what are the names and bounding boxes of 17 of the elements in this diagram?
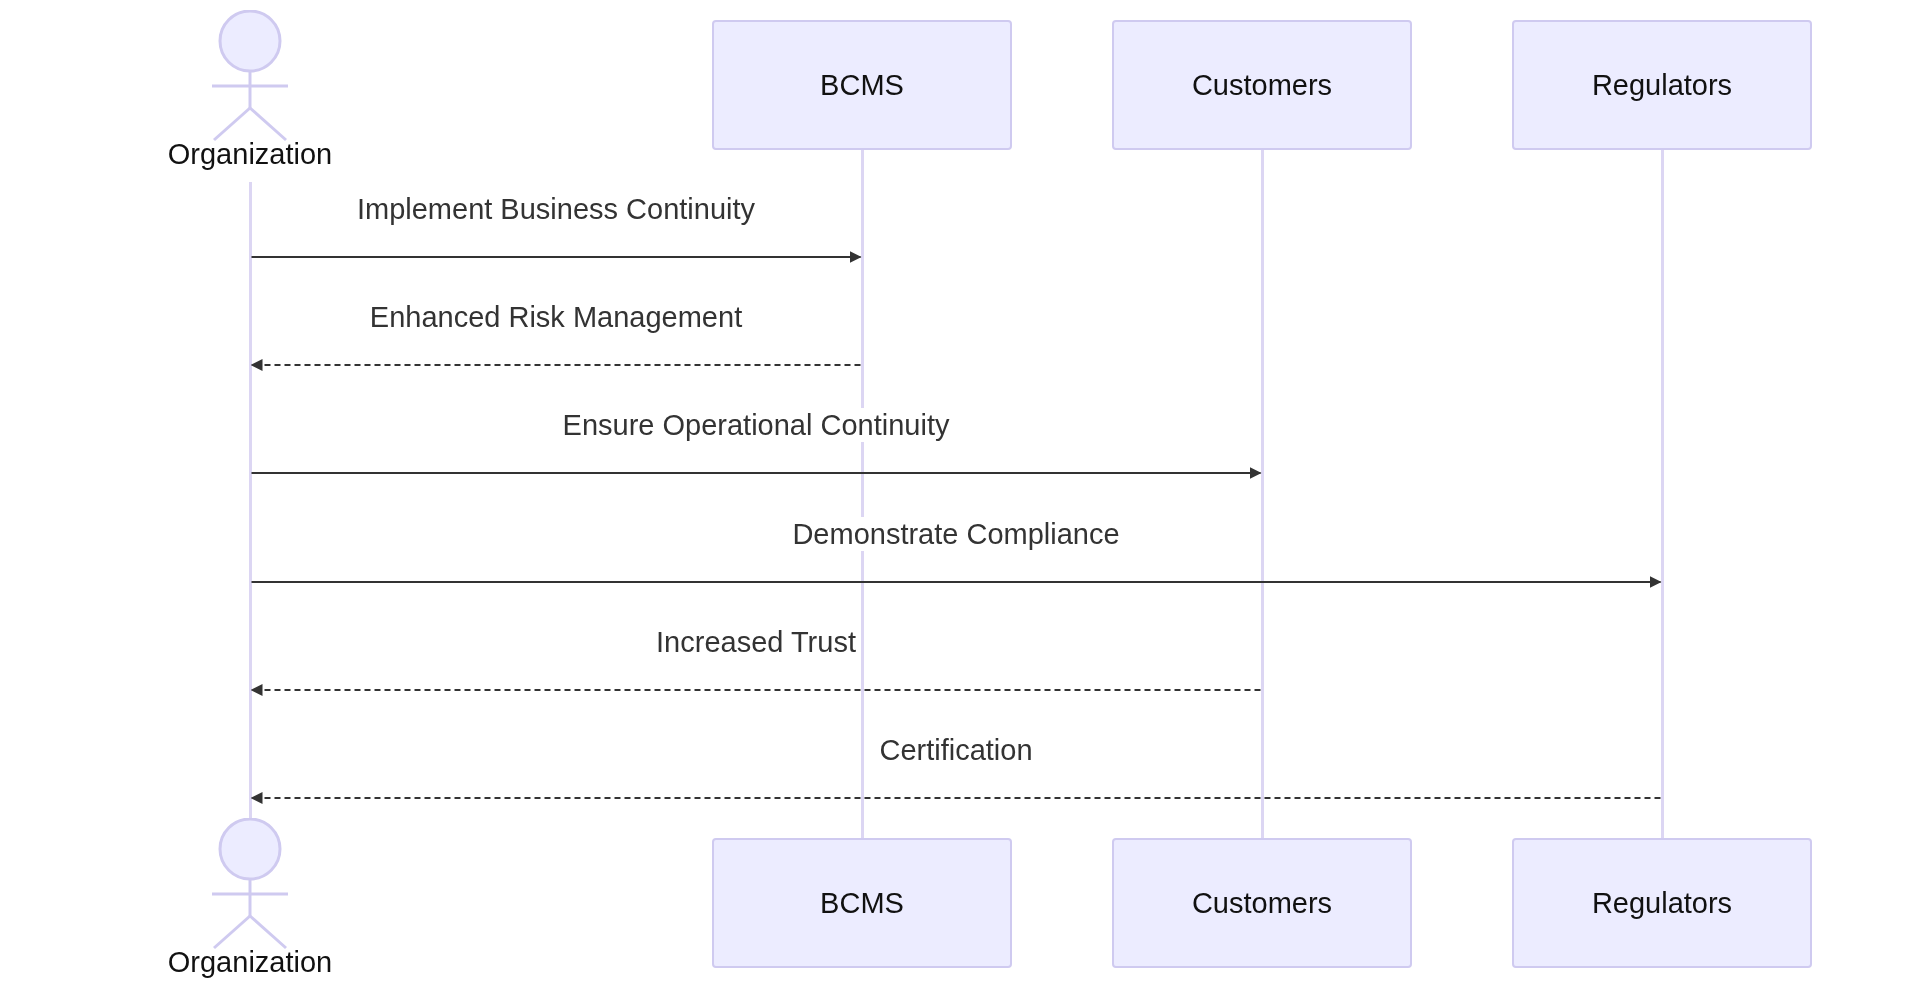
participant-box: Regulators [1512,838,1812,968]
message-arrow [250,792,1662,804]
participant-box: Regulators [1512,20,1812,150]
message-arrow [250,251,862,263]
participant-box: Customers [1112,838,1412,968]
lifeline [1260,150,1264,838]
message-arrow [250,467,1262,479]
participant-box: BCMS [712,20,1012,150]
participant-box: Customers [1112,20,1412,150]
lifeline [1660,150,1664,838]
actor-label: Organization [167,138,333,171]
lifeline [248,182,252,818]
participant-box: BCMS [712,838,1012,968]
message-arrow [250,576,1662,588]
actor-label: Organization [167,946,333,979]
message-arrow [250,684,1262,696]
message-arrow [250,359,862,371]
